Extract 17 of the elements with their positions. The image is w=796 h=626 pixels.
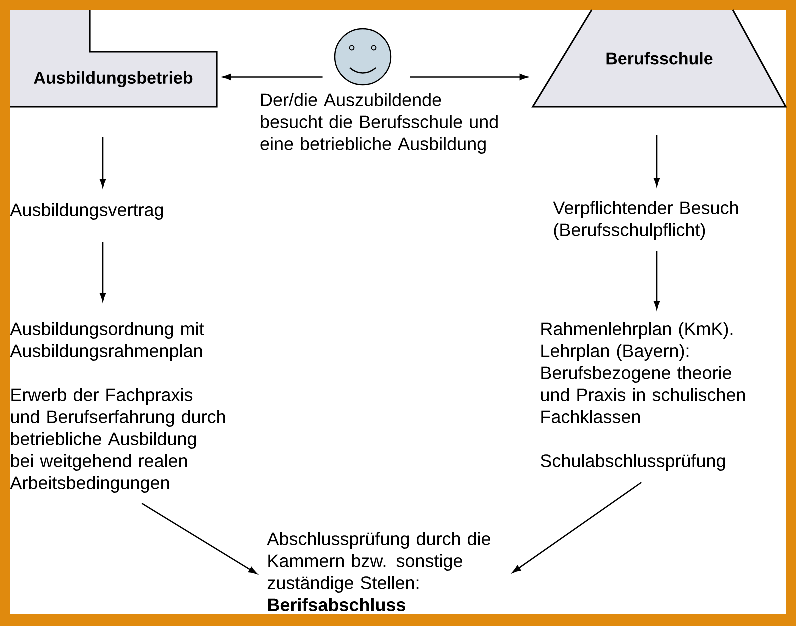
arrow	[100, 137, 106, 188]
arrow	[222, 74, 323, 80]
step-text: Verpflichtender Besuch (Berufsschulpflicht)	[553, 201, 738, 240]
smiley-face	[334, 28, 392, 86]
step-text: Ausbildungsvertrag	[10, 203, 164, 220]
step-text: Rahmenlehrplan (KmK). Lehrplan (Bayern): Berufsbezogene theorie und Praxis in schulischen Fachklassen Schulabschlussprüfung	[541, 322, 746, 471]
result-text: Abschlussprüfung durch die Kammern bzw. sonstige zuständige Stellen: Berifsabschluss	[267, 532, 490, 612]
arrow	[654, 135, 660, 187]
arrow	[654, 251, 660, 310]
arrow	[410, 74, 528, 80]
step-text: Ausbildungsordnung mit Ausbildungsrahmenplan Erwerb der Fachpraxis und Berufserfahrung durch betriebliche Ausbildung bei weitgehend realen Arbeitsbedingungen	[10, 322, 226, 493]
arrow	[142, 503, 258, 574]
arrow	[512, 482, 642, 574]
caption-text: Der/die Auszubildende besucht die Berufsschule und eine betriebliche Ausbildung	[260, 93, 498, 154]
organization-box: Ausbildungsbetrieb	[10, 10, 218, 108]
arrow	[100, 242, 106, 302]
school-trapezoid: Berufsschule	[532, 10, 788, 108]
